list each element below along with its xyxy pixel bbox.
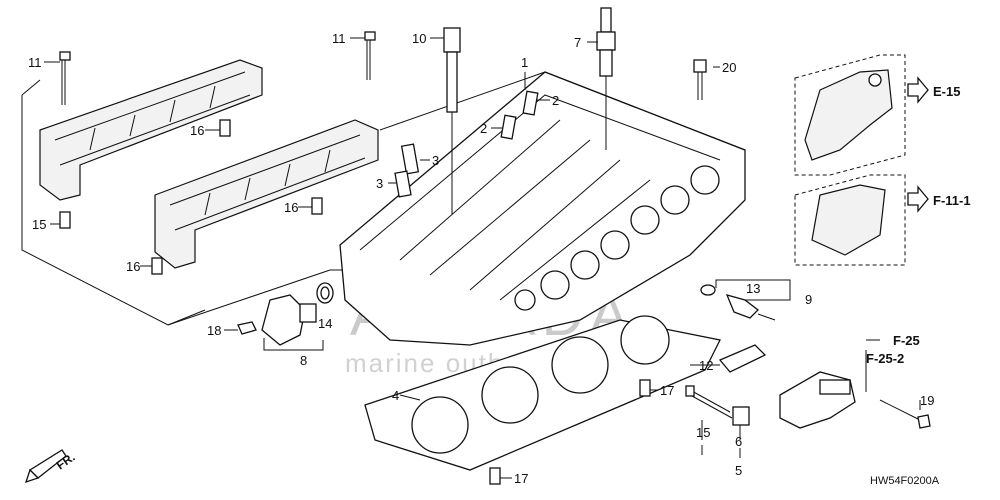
valve-parts <box>394 90 539 198</box>
temperature-sensor <box>700 279 791 321</box>
callout-11-left: 11 <box>28 55 42 70</box>
callout-10: 10 <box>412 31 426 46</box>
dowel-pin-16c <box>151 257 163 275</box>
bolt-18 <box>237 321 257 335</box>
callout-17-lower: 17 <box>514 471 528 486</box>
dowel-17a <box>639 379 651 397</box>
callout-3-upper: 3 <box>432 153 439 168</box>
valve-seat-3a <box>400 143 420 175</box>
callout-labels: 11 11 10 7 20 1 2 2 3 3 16 16 16 15 18 1… <box>28 31 934 486</box>
callout-9: 9 <box>805 292 812 307</box>
pipe-6 <box>732 406 750 426</box>
ref-f25-2: F-25-2 <box>866 351 904 366</box>
callout-16-c: 16 <box>126 259 140 274</box>
arrow-e15-icon <box>907 76 929 104</box>
camshaft-holder-upper <box>39 59 263 201</box>
dowel-pin-16a <box>219 119 231 137</box>
callout-15-left: 15 <box>32 217 46 232</box>
gasket-12 <box>718 344 767 373</box>
callout-20: 20 <box>722 60 736 75</box>
callout-16-b: 16 <box>284 200 298 215</box>
dowel-17b <box>489 467 501 485</box>
thermostat-housing <box>779 350 931 429</box>
ref-e15: E-15 <box>933 84 960 99</box>
callout-14: 14 <box>318 316 332 331</box>
washer-13 <box>700 284 716 296</box>
sensor-assembly <box>237 282 334 351</box>
callout-1: 1 <box>521 55 528 70</box>
ref-f25: F-25 <box>893 333 920 348</box>
callout-16-a: 16 <box>190 123 204 138</box>
dowel-pin-15 <box>59 211 71 229</box>
camshaft-holder-group <box>21 31 395 326</box>
callout-11-right: 11 <box>332 31 346 46</box>
ref-f11-1: F-11-1 <box>933 193 971 208</box>
arrow-f11-icon <box>907 185 929 213</box>
callout-12: 12 <box>699 358 713 373</box>
callout-8: 8 <box>300 353 307 368</box>
valve-guide-2b <box>500 114 517 140</box>
callout-6: 6 <box>735 434 742 449</box>
camshaft-holder-lower <box>154 119 379 269</box>
callout-2-upper: 2 <box>552 93 559 108</box>
callout-17-upper: 17 <box>660 383 674 398</box>
bolt-11-right <box>364 31 376 80</box>
callout-3-lower: 3 <box>376 176 383 191</box>
bolt-11-left <box>59 51 71 105</box>
cylinder-head <box>339 71 746 346</box>
callout-19: 19 <box>920 393 934 408</box>
callout-18: 18 <box>207 323 221 338</box>
front-direction-indicator: FR. <box>24 449 78 484</box>
callout-15: 15 <box>696 425 710 440</box>
reference-panel-f11 <box>794 174 906 266</box>
callout-7: 7 <box>574 35 581 50</box>
callout-5: 5 <box>735 463 742 478</box>
head-gasket <box>364 315 721 471</box>
callout-4: 4 <box>392 388 399 403</box>
reference-labels: E-15 F-11-1 F-25 F-25-2 <box>866 84 971 366</box>
dowel-pin-16b <box>311 197 323 215</box>
bolt-20 <box>693 59 707 100</box>
head-bolt-10 <box>443 27 461 215</box>
leader-lines <box>44 37 921 479</box>
valve-guide-2a <box>522 90 539 116</box>
spark-plug <box>596 7 616 150</box>
callout-13: 13 <box>746 281 760 296</box>
diagram-code: HW54F0200A <box>870 475 940 487</box>
bolt-15 <box>685 385 733 419</box>
reference-panel-e15 <box>794 54 906 176</box>
callout-2-lower: 2 <box>480 121 487 136</box>
valve-seat-3b <box>394 170 412 198</box>
